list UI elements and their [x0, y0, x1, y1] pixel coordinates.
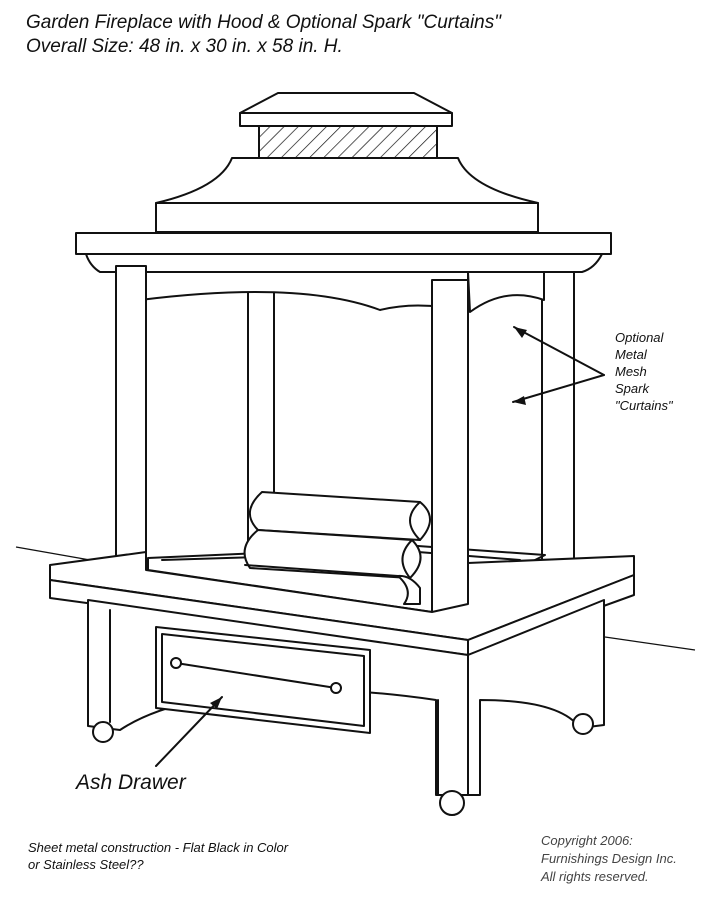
copyright-line3: All rights reserved. — [541, 869, 649, 884]
roof-slab — [75, 232, 612, 273]
chimney-cap — [239, 92, 453, 161]
ash-drawer-leader — [155, 696, 223, 767]
copyright-notice: Copyright 2006: Furnishings Design Inc. … — [541, 832, 677, 886]
post-front-left — [115, 265, 147, 569]
construction-note-line1: Sheet metal construction - Flat Black in… — [28, 840, 289, 855]
foot-front-right — [439, 790, 465, 816]
post-back-right — [541, 271, 575, 563]
firewood-logs — [243, 491, 431, 605]
foot-front-left — [92, 721, 114, 743]
diagram-title: Garden Fireplace with Hood & Optional Sp… — [26, 12, 501, 33]
spark-curtain-callout: Optional Metal Mesh Spark "Curtains" — [615, 329, 673, 414]
copyright-line1: Copyright 2006: — [541, 833, 633, 848]
front-arch — [137, 271, 469, 313]
hood — [155, 157, 539, 233]
construction-note: Sheet metal construction - Flat Black in… — [28, 839, 288, 873]
post-front-right — [431, 279, 469, 617]
ground-line-left — [15, 546, 91, 561]
ground-line-right — [604, 636, 696, 651]
spark-curtain-leaders — [512, 326, 605, 405]
chimney-vent-mesh — [258, 125, 438, 161]
callout-line: "Curtains" — [615, 398, 673, 413]
construction-note-line2: or Stainless Steel?? — [28, 857, 144, 872]
ash-drawer-label: Ash Drawer — [76, 771, 186, 794]
callout-line: Metal — [615, 347, 647, 362]
callout-line: Spark — [615, 381, 649, 396]
base-slab — [49, 551, 635, 656]
callout-line: Optional — [615, 330, 664, 345]
foot-back-right — [572, 713, 594, 735]
side-arch — [467, 271, 545, 313]
ash-drawer — [155, 626, 371, 734]
callout-line: Mesh — [615, 364, 647, 379]
copyright-line2: Furnishings Design Inc. — [541, 851, 677, 866]
diagram-subtitle-size: Overall Size: 48 in. x 30 in. x 58 in. H… — [26, 36, 343, 57]
